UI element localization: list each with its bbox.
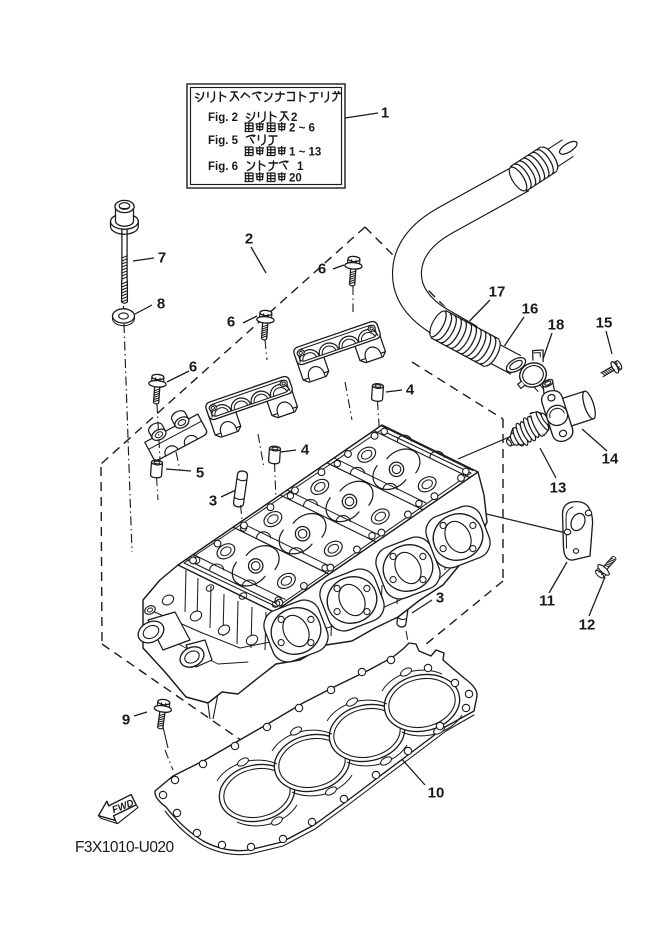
- svg-text:15: 15: [596, 314, 613, 331]
- svg-text:Fig. 6: Fig. 6: [208, 161, 238, 173]
- svg-text:2: 2: [291, 112, 297, 124]
- svg-text:F3X1010-U020: F3X1010-U020: [75, 839, 174, 856]
- svg-text:3: 3: [436, 589, 444, 606]
- svg-text:16: 16: [522, 300, 539, 317]
- svg-text:2: 2: [245, 230, 253, 247]
- svg-text:9: 9: [122, 711, 130, 728]
- svg-text:1: 1: [297, 161, 304, 173]
- svg-text:1: 1: [381, 104, 389, 121]
- svg-text:6: 6: [227, 313, 235, 330]
- svg-text:14: 14: [602, 450, 619, 467]
- svg-text:11: 11: [539, 592, 555, 609]
- svg-text:18: 18: [548, 316, 565, 333]
- svg-text:2 ~ 6: 2 ~ 6: [289, 123, 315, 135]
- svg-text:12: 12: [579, 616, 596, 633]
- svg-text:4: 4: [406, 381, 415, 398]
- svg-text:5: 5: [196, 464, 204, 481]
- svg-text:Fig. 2: Fig. 2: [208, 112, 238, 124]
- svg-text:10: 10: [428, 784, 445, 801]
- svg-text:13: 13: [550, 479, 567, 496]
- svg-text:4: 4: [301, 441, 310, 458]
- svg-text:1 ~ 13: 1 ~ 13: [289, 147, 321, 159]
- svg-text:3: 3: [209, 492, 217, 509]
- svg-text:20: 20: [289, 173, 302, 185]
- svg-text:17: 17: [489, 283, 506, 300]
- svg-text:6: 6: [189, 358, 197, 375]
- svg-text:8: 8: [157, 295, 165, 312]
- svg-text:6: 6: [318, 260, 326, 277]
- svg-text:7: 7: [158, 249, 166, 266]
- svg-text:Fig. 5: Fig. 5: [208, 135, 239, 147]
